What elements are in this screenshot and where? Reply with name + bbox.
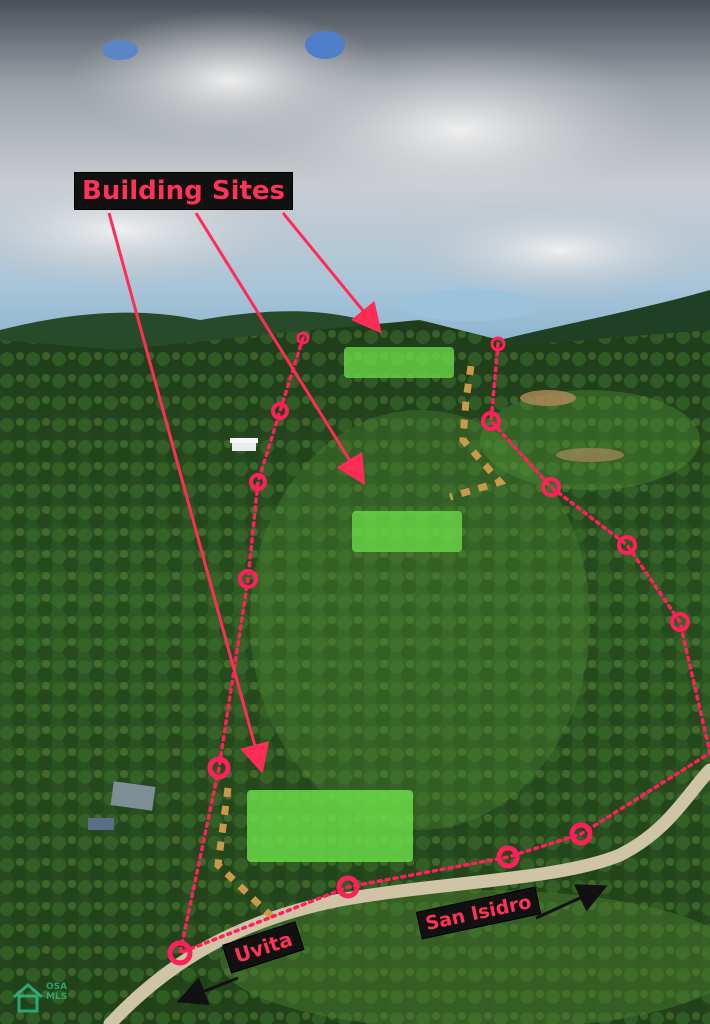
house-icon xyxy=(230,438,258,451)
forest-canopy-texture xyxy=(0,320,710,1024)
watermark-line1: OSA xyxy=(46,982,68,992)
sunlit-slope xyxy=(250,410,590,830)
blue-sky-patch xyxy=(305,31,345,59)
pointer-arrow-lower-site xyxy=(107,212,270,774)
house-icon xyxy=(88,818,114,830)
blue-sky-patch xyxy=(102,40,138,60)
boundary-marker-icon xyxy=(167,331,690,966)
blue-sky-patch xyxy=(400,289,540,321)
house-icon xyxy=(110,781,156,811)
clearing xyxy=(520,390,576,406)
driveway-path-lower xyxy=(214,787,275,920)
watermark: OSA MLS xyxy=(46,982,67,1002)
watermark-text: OSA MLS xyxy=(46,982,67,1002)
arrow-left-icon xyxy=(176,976,239,1006)
building-site-upper xyxy=(344,347,454,378)
driveway-path-upper xyxy=(448,365,507,501)
pointer-arrow-middle-site xyxy=(194,212,366,486)
road xyxy=(103,763,710,1024)
watermark-line2: MLS xyxy=(46,992,68,1002)
cloud xyxy=(240,40,680,220)
pointer-arrow-upper-site xyxy=(281,212,382,334)
lower-slope xyxy=(220,890,710,1024)
watermark-house-icon xyxy=(13,983,43,1013)
cloud xyxy=(400,200,710,300)
building-sites-label: Building Sites xyxy=(74,172,294,210)
property-boundary-line xyxy=(177,336,710,956)
building-site-lower xyxy=(247,790,413,862)
sunlit-slope xyxy=(480,390,700,490)
arrow-right-icon xyxy=(535,884,608,920)
building-site-middle xyxy=(352,511,462,552)
clearing xyxy=(556,448,624,462)
